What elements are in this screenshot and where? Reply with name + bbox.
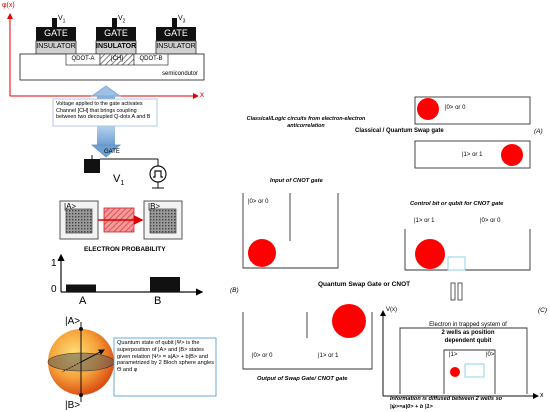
qdot-b-label: QDOT-B: [139, 56, 163, 62]
voltage-1: V1: [58, 15, 66, 25]
output-right-label: |1> or 1: [318, 353, 339, 359]
gate-1-label: GATE: [44, 28, 68, 38]
note-text: Voltage applied to the gate activates Ch…: [56, 101, 151, 121]
cnot-input-label: |0> or 0: [248, 199, 269, 205]
voltage-2: V2: [118, 15, 126, 25]
cnot-input-box: [242, 193, 339, 269]
potential-desc-1: Electron in trapped system of: [429, 322, 507, 328]
gate-2: [96, 27, 136, 41]
voltage-3: V3: [178, 15, 186, 25]
label-a: (A): [534, 128, 543, 135]
insulator-3-label: INSULATOR: [156, 43, 196, 50]
output-electron: [332, 304, 366, 338]
electron-1: [501, 144, 523, 166]
voltage-source: [149, 165, 167, 183]
control-right-label: |0> or 0: [480, 218, 501, 224]
potential-axis-label: V(x): [386, 307, 397, 313]
note-box: [52, 98, 158, 127]
output-box: [242, 312, 373, 370]
bloch-bottom-label: |B>: [65, 400, 81, 411]
probability-chart: [57, 253, 204, 296]
insulator-1-label: INSULATOR: [36, 43, 76, 50]
bloch-description: Quantum state of qubit |Ψ> is the superp…: [117, 340, 215, 374]
swap-gate-title: Classical / Quantum Swap gate: [355, 128, 444, 134]
swap-cnot-title: Quantum Swap Gate or CNOT: [318, 281, 411, 288]
qdot-b-state: |B>: [148, 202, 161, 211]
probability-title: ELECTRON PROBABILITY: [84, 246, 166, 253]
control-left-label: |1> or 1: [414, 218, 435, 224]
bloch-top-label: |A>: [65, 316, 81, 327]
gate-3: [156, 27, 196, 41]
well-electron: [450, 367, 460, 377]
well-right-label: |0>: [486, 352, 495, 358]
electron-0: [417, 98, 439, 120]
potential-desc-3: dependent qubit: [444, 338, 492, 344]
qdot-a-state: |A>: [64, 202, 77, 211]
control-title: Control bit or qubit for CNOT gate: [410, 201, 504, 207]
label-c: (C): [538, 307, 548, 314]
cnot-input-title: Input of CNOT gate: [270, 178, 323, 184]
activation-arrow: [90, 144, 122, 158]
classical-title: Classical/Logic circuits from electron-e…: [246, 116, 366, 129]
bloch-text-box: [113, 337, 217, 397]
label-b: (B): [230, 287, 239, 294]
switch-voltage-label: V1: [113, 173, 125, 188]
substrate-label: semicondutor: [162, 71, 199, 77]
cnot-input-electron: [248, 239, 276, 267]
diffused-line-2: |ψ>=a|0> + b |1>: [390, 404, 433, 410]
bloch-sphere: [47, 322, 115, 402]
potential-desc-2: 2 wells as position: [441, 330, 495, 336]
insulator-2-label: INSULATOR: [96, 43, 137, 50]
gate-3-label: GATE: [164, 28, 188, 38]
potential-well: [380, 310, 539, 399]
switch-gate-label: GATE: [104, 149, 120, 155]
potential-x-label: x: [540, 392, 544, 399]
well-left-label: |1>: [449, 352, 458, 358]
diffused-line-1: Information is diffused between 2 wells …: [390, 396, 503, 402]
output-title: Output of Swap Gate/ CNOT gate: [257, 376, 348, 382]
x-axis-label: x: [200, 90, 204, 99]
probability-x-b: B: [154, 295, 162, 307]
control-box: [404, 229, 531, 271]
output-left-label: |0> or 0: [252, 353, 273, 359]
control-electron: [415, 239, 445, 269]
swap-box-0-label: |0> or 0: [445, 105, 466, 111]
qdot-a-label: QDOT-A: [71, 56, 95, 62]
probability-y-top: 1: [51, 258, 57, 269]
phi-axis-label: φ(x): [2, 2, 15, 9]
channel-label: [CH]: [111, 56, 123, 62]
swap-box-1-label: |1> or 1: [462, 152, 483, 158]
switch-block: [84, 159, 100, 173]
gate-1: [36, 27, 76, 41]
probability-bar-b: [150, 277, 180, 292]
probability-bar-a: [66, 284, 96, 292]
gate-2-label: GATE: [104, 28, 128, 38]
probability-y-bottom: 0: [51, 284, 57, 295]
probability-x-a: A: [79, 295, 87, 307]
